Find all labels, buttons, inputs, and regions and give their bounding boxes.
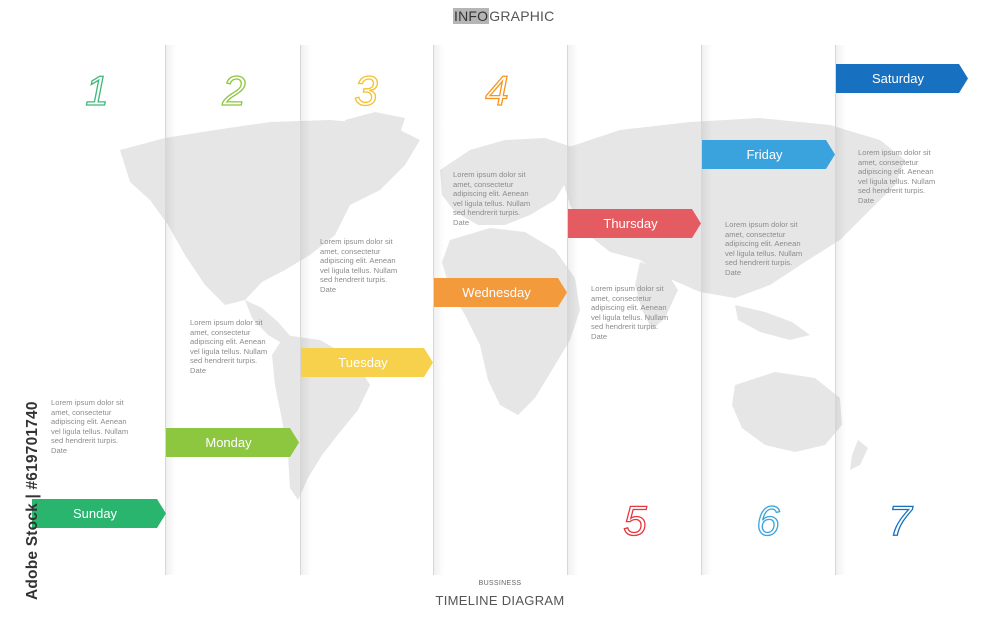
step-description-2: Lorem ipsum dolor sit amet, consectetur … [190, 318, 268, 375]
europe-shape [440, 138, 575, 225]
column-shadow [301, 45, 311, 575]
stock-watermark-text: Adobe Stock | #619701740 [24, 401, 41, 600]
step-number-2: 2 [222, 67, 247, 114]
column-divider [433, 45, 434, 575]
step-description-1: Lorem ipsum dolor sit amet, consectetur … [51, 398, 129, 455]
footer-subtitle: BUSSINESS [478, 580, 522, 587]
column-divider [567, 45, 568, 575]
step-tag-thursday: Thursday [568, 209, 701, 238]
step-tag-saturday: Saturday [836, 64, 968, 93]
step-tag-monday: Monday [166, 428, 299, 457]
step-tag-friday: Friday [702, 140, 835, 169]
footer-title: TIMELINE DIAGRAM [435, 593, 565, 608]
india-shape [635, 262, 678, 330]
islands-shape [735, 305, 810, 340]
title-rest: GRAPHIC [489, 8, 555, 24]
step-number-7: 7 [888, 497, 913, 544]
japan-shape [828, 195, 848, 238]
step-description-6: Lorem ipsum dolor sit amet, consectetur … [725, 220, 803, 277]
column-shadow [434, 45, 444, 575]
step-tag-tuesday: Tuesday [301, 348, 433, 377]
column-shadow [702, 45, 712, 575]
new-zealand-shape [850, 440, 868, 470]
column-divider [701, 45, 702, 575]
step-description-7: Lorem ipsum dolor sit amet, consectetur … [858, 148, 936, 205]
step-description-5: Lorem ipsum dolor sit amet, consectetur … [591, 284, 669, 341]
step-number-1: 1 [85, 67, 110, 114]
column-divider [300, 45, 301, 575]
column-divider [835, 45, 836, 575]
column-shadow [836, 45, 846, 575]
step-number-3: 3 [354, 67, 379, 114]
column-divider [165, 45, 166, 575]
australia-shape [732, 372, 842, 452]
step-tag-sunday: Sunday [32, 499, 166, 528]
africa-shape [442, 228, 580, 415]
column-shadow [166, 45, 176, 575]
step-number-5: 5 [623, 497, 648, 544]
north-america-shape [120, 120, 420, 305]
column-shadow [568, 45, 578, 575]
central-america-shape [245, 300, 292, 345]
title-highlight: INFO [453, 8, 490, 24]
greenland-shape [345, 112, 405, 150]
step-number-4: 4 [485, 67, 510, 114]
page-title: INFOGRAPHIC [453, 8, 554, 24]
step-tag-wednesday: Wednesday [434, 278, 567, 307]
step-number-6: 6 [756, 497, 781, 544]
step-description-4: Lorem ipsum dolor sit amet, consectetur … [453, 170, 531, 227]
step-description-3: Lorem ipsum dolor sit amet, consectetur … [320, 237, 398, 294]
